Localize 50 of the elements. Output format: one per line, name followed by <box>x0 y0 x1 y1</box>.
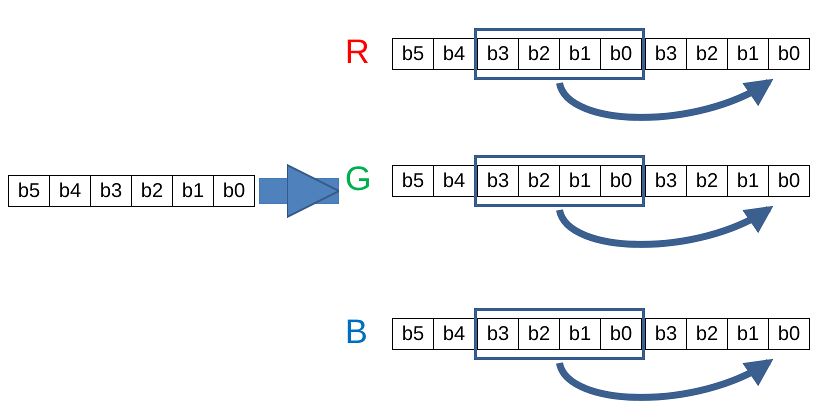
bit-cell: b1 <box>727 165 769 197</box>
bit-cell: b4 <box>433 165 474 197</box>
bit-cell: b3 <box>90 175 132 207</box>
channel-letter: B <box>345 318 368 350</box>
channel-letter: G <box>345 165 372 197</box>
bit-cell: b2 <box>131 175 173 207</box>
bit-cell: b4 <box>433 38 474 70</box>
highlight-frame <box>474 155 645 207</box>
bit-cell: b0 <box>768 318 810 350</box>
bit-cell: b2 <box>686 38 728 70</box>
highlight-frame <box>474 28 645 80</box>
bit-cell: b1 <box>727 38 769 70</box>
bit-cell: b4 <box>433 318 474 350</box>
curved-arrow <box>556 206 774 248</box>
highlight-frame <box>474 308 645 360</box>
bit-cell: b2 <box>686 165 728 197</box>
bit-cell: b1 <box>727 318 769 350</box>
bit-cell: b2 <box>518 165 560 197</box>
bit-register <box>8 175 255 207</box>
bit-cell: b5 <box>392 165 434 197</box>
bit-group <box>645 165 810 197</box>
bit-cell: b3 <box>477 318 519 350</box>
bit-cell: b5 <box>8 175 50 207</box>
bit-cell: b2 <box>686 318 728 350</box>
bit-cell: b1 <box>172 175 214 207</box>
bit-group <box>645 38 810 70</box>
bit-cell: b0 <box>768 165 810 197</box>
bit-cell: b3 <box>645 318 687 350</box>
bit-cell: b2 <box>518 318 560 350</box>
bit-cell: b0 <box>768 38 810 70</box>
bit-cell: b5 <box>392 38 434 70</box>
bit-cell: b2 <box>518 38 560 70</box>
bit-cell: b5 <box>392 318 434 350</box>
bit-cell: b3 <box>477 165 519 197</box>
bit-cell: b0 <box>213 175 255 207</box>
bit-cell: b3 <box>477 38 519 70</box>
bit-cell: b0 <box>600 165 642 197</box>
bit-cell: b4 <box>49 175 91 207</box>
bit-cell: b3 <box>645 38 687 70</box>
bit-cell: b1 <box>559 165 601 197</box>
bit-cell: b1 <box>559 38 601 70</box>
curved-arrow <box>556 78 774 121</box>
bit-cell: b0 <box>600 318 642 350</box>
block-arrow <box>259 164 340 218</box>
curved-arrow <box>556 358 774 401</box>
bit-cell: b1 <box>559 318 601 350</box>
bit-cell: b0 <box>600 38 642 70</box>
bit-cell: b3 <box>645 165 687 197</box>
bit-group <box>645 318 810 350</box>
channel-letter: R <box>345 38 370 70</box>
